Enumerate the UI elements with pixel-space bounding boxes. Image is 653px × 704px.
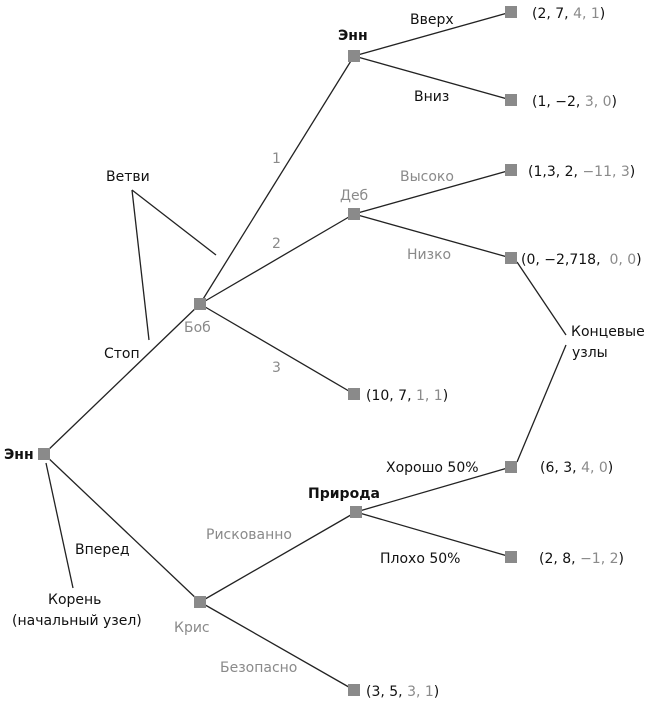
branch-one: 1	[272, 151, 281, 167]
edge-root-bob	[43, 303, 201, 455]
payoff-low-part-2: )	[636, 252, 641, 268]
annotation-branches: Ветви	[106, 169, 150, 185]
tree-nodes	[38, 6, 517, 696]
annotations: Ветви Концевые узлы Корень (начальный уз…	[12, 169, 645, 629]
node-bob	[194, 298, 206, 310]
payoff-up-part-0: (2, 7,	[532, 6, 573, 22]
edge-chris-nature	[199, 511, 357, 603]
payoffs: (2, 7, 4, 1) (1, −2, 3, 0) (1,3, 2, −11,…	[366, 6, 642, 700]
payoff-down: (1, −2, 3, 0)	[532, 94, 617, 110]
node-nature	[350, 506, 362, 518]
edge-root-chris	[43, 453, 201, 603]
payoff-safe: (3, 5, 3, 1)	[366, 684, 439, 700]
annotation-pointers	[45, 189, 567, 589]
payoff-up-part-2: )	[600, 6, 605, 22]
payoff-low-part-1: 0, 0	[609, 252, 636, 268]
label-ann: Энн	[338, 28, 368, 44]
pointer-terminal-2	[516, 344, 567, 463]
payoff-three-part-2: )	[443, 388, 448, 404]
payoff-high-part-2: )	[630, 164, 635, 180]
tree-edges	[43, 11, 512, 691]
label-deb: Деб	[340, 188, 368, 204]
node-up	[505, 6, 517, 18]
payoff-safe-part-0: (3, 5,	[366, 684, 407, 700]
branch-labels: Стоп Вперед 1 2 3 Вверх Вниз Высоко Низк…	[75, 12, 479, 676]
payoff-high-part-0: (1,3, 2,	[528, 164, 582, 180]
payoff-bad: (2, 8, −1, 2)	[539, 551, 624, 567]
payoff-good: (6, 3, 4, 0)	[540, 460, 613, 476]
node-down	[505, 94, 517, 106]
label-root-ann: Энн	[4, 447, 34, 463]
node-three	[348, 388, 360, 400]
annotation-root-line1: Корень	[48, 592, 101, 608]
branch-down: Вниз	[414, 89, 449, 105]
branch-low: Низко	[407, 247, 451, 263]
payoff-bad-part-2: )	[619, 551, 624, 567]
annotation-terminal-line2: узлы	[572, 345, 608, 361]
node-chris	[194, 596, 206, 608]
node-high	[505, 164, 517, 176]
branch-good: Хорошо 50%	[386, 460, 479, 476]
payoff-up-part-1: 4, 1	[573, 6, 600, 22]
payoff-down-part-1: 3, 0	[585, 94, 612, 110]
pointer-terminal-1	[516, 261, 567, 336]
branch-forward: Вперед	[75, 542, 130, 558]
node-root	[38, 448, 50, 460]
payoff-safe-part-1: 3, 1	[407, 684, 434, 700]
payoff-good-part-2: )	[608, 460, 613, 476]
branch-risky: Рискованно	[206, 527, 292, 543]
node-good	[505, 461, 517, 473]
edge-nature-good	[355, 466, 512, 513]
payoff-bad-part-0: (2, 8,	[539, 551, 580, 567]
pointer-root	[45, 462, 74, 589]
player-labels: Энн Боб Крис Энн Деб Природа	[4, 28, 380, 636]
label-chris: Крис	[174, 620, 210, 636]
branch-high: Высоко	[400, 169, 454, 185]
label-bob: Боб	[184, 320, 211, 336]
edge-deb-low	[353, 213, 512, 259]
payoff-down-part-0: (1, −2,	[532, 94, 585, 110]
payoff-high: (1,3, 2, −11, 3)	[528, 164, 635, 180]
branch-up: Вверх	[410, 12, 454, 28]
edge-ann-down	[353, 55, 512, 101]
payoff-down-part-2: )	[612, 94, 617, 110]
payoff-up: (2, 7, 4, 1)	[532, 6, 605, 22]
annotation-root-line2: (начальный узел)	[12, 613, 142, 629]
edge-deb-high	[353, 169, 512, 215]
edge-bob-deb	[199, 213, 355, 305]
branch-stop: Стоп	[104, 346, 140, 362]
node-deb	[348, 208, 360, 220]
payoff-low: (0, −2,718, 0, 0)	[521, 252, 642, 268]
branch-safe: Безопасно	[220, 660, 297, 676]
edge-bob-three	[199, 303, 355, 395]
payoff-three-part-0: (10, 7,	[366, 388, 416, 404]
node-bad	[505, 551, 517, 563]
edge-ann-up	[353, 11, 512, 57]
payoff-good-part-1: 4, 0	[581, 460, 608, 476]
payoff-bad-part-1: −1, 2	[580, 551, 618, 567]
pointer-branches-1	[131, 189, 217, 256]
edge-chris-safe	[199, 601, 355, 691]
branch-three: 3	[272, 360, 281, 376]
payoff-low-part-0: (0, −2,718,	[521, 252, 609, 268]
payoff-three-part-1: 1, 1	[416, 388, 443, 404]
node-safe	[348, 684, 360, 696]
node-ann	[348, 50, 360, 62]
payoff-three: (10, 7, 1, 1)	[366, 388, 448, 404]
annotation-terminal-line1: Концевые	[571, 324, 645, 340]
payoff-good-part-0: (6, 3,	[540, 460, 581, 476]
branch-bad: Плохо 50%	[380, 551, 460, 567]
node-low	[505, 252, 517, 264]
payoff-safe-part-2: )	[434, 684, 439, 700]
label-nature: Природа	[308, 486, 380, 502]
payoff-high-part-1: −11, 3	[582, 164, 629, 180]
edge-bob-ann	[199, 55, 355, 305]
branch-two: 2	[272, 236, 281, 252]
edge-nature-bad	[355, 511, 512, 558]
pointer-branches-2	[131, 189, 150, 341]
